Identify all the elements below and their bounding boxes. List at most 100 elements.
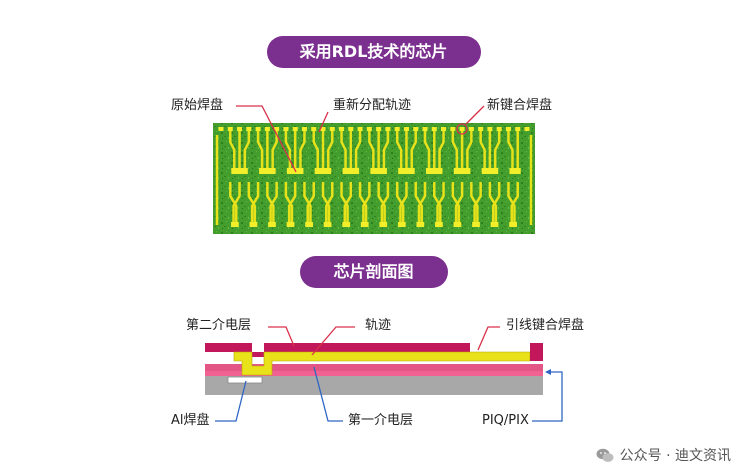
bond-pad <box>459 168 466 174</box>
bond-pad <box>231 222 237 227</box>
bond-pad <box>524 127 530 131</box>
bond-pad <box>283 127 289 131</box>
label-second-dielectric: 第二介电层 <box>186 318 252 333</box>
piq-pix-layer <box>205 370 543 376</box>
rdl-trace <box>436 182 445 222</box>
rdl-trace <box>454 182 464 222</box>
bond-pad <box>347 168 354 174</box>
new-bond-pad-marker <box>456 123 468 135</box>
wechat-icon <box>596 448 614 462</box>
rdl-trace <box>507 182 516 222</box>
rdl-trace <box>232 182 241 222</box>
callout-new-bond-pad <box>465 105 485 125</box>
rdl-trace <box>479 131 486 170</box>
rdl-trace <box>247 182 257 222</box>
bond-pad <box>345 222 351 227</box>
bond-pad <box>326 222 332 227</box>
rdl-trace <box>256 131 264 170</box>
bond-pad <box>459 127 465 131</box>
watermark: 公众号 · 迪文资讯 <box>596 445 731 465</box>
bond-pad <box>305 222 311 227</box>
rdl-trace <box>340 131 347 170</box>
chip-top-view <box>213 123 535 234</box>
al-pad <box>227 376 263 384</box>
bond-pad <box>464 168 471 174</box>
rdl-trace <box>266 182 275 222</box>
rdl-trace <box>284 182 294 222</box>
first-dielectric-layer <box>205 364 543 371</box>
rdl-trace <box>395 182 405 222</box>
bond-pad <box>329 127 335 131</box>
bond-pad <box>435 222 441 227</box>
bond-pad <box>268 222 274 227</box>
bond-pad <box>289 222 295 227</box>
bond-pad <box>320 127 326 131</box>
callout-second-dielectric <box>268 326 295 347</box>
bond-pad <box>357 127 363 131</box>
bond-pad <box>472 222 478 227</box>
rdl-trace <box>343 182 353 222</box>
rdl-traces <box>215 131 533 225</box>
bond-pad <box>486 168 493 174</box>
bond-pad <box>419 222 425 227</box>
bond-pad <box>237 127 243 131</box>
bond-pad <box>492 168 499 174</box>
bond-pad <box>342 222 348 227</box>
bond-pad <box>231 168 238 174</box>
rdl-trace <box>493 131 501 170</box>
bond-pad <box>400 222 406 227</box>
rdl-trace <box>488 182 498 222</box>
rdl-trace <box>250 182 260 222</box>
bond-pad <box>478 127 484 131</box>
bond-pad <box>286 168 293 174</box>
bond-pad <box>431 168 438 174</box>
rdl-trace <box>354 131 362 170</box>
bond-pad <box>403 127 409 131</box>
bond-pad <box>509 168 516 174</box>
rdl-trace <box>229 131 236 170</box>
rdl-trace <box>507 131 514 170</box>
label-al-pad: Al焊盘 <box>171 413 210 428</box>
rdl-trace <box>399 182 408 222</box>
bond-pad <box>441 127 447 131</box>
bond-pad <box>379 222 385 227</box>
bond-pad <box>314 168 321 174</box>
bond-pad <box>380 168 387 174</box>
bond-pad <box>270 222 276 227</box>
rdl-trace <box>362 182 371 222</box>
bond-pad <box>422 127 428 131</box>
rdl-trace <box>321 182 331 222</box>
bond-pad <box>398 168 405 174</box>
rdl-trace <box>312 131 319 170</box>
bond-pad <box>323 222 329 227</box>
bond-pad <box>413 127 419 131</box>
substrate-layer <box>205 375 543 395</box>
rdl-trace <box>414 182 423 222</box>
callout-lead-bond-pad <box>477 326 500 351</box>
bond-pad <box>301 127 307 131</box>
bond-pad <box>515 127 521 131</box>
rdl-trace <box>327 131 334 170</box>
rdl-trace <box>510 182 519 222</box>
bond-pads <box>218 127 530 227</box>
bond-pad <box>325 168 332 174</box>
bond-pad <box>320 168 326 174</box>
bond-pad <box>408 168 415 174</box>
bond-pad <box>269 168 276 174</box>
bond-pad <box>437 222 443 227</box>
rdl-trace <box>380 182 390 222</box>
bond-pad <box>348 127 354 131</box>
bond-pad <box>255 127 261 131</box>
rdl-trace <box>433 182 442 222</box>
cross-section <box>205 343 543 395</box>
bond-pad <box>375 168 382 174</box>
rdl-trace <box>382 131 390 170</box>
bond-pad <box>353 168 360 174</box>
rdl-trace <box>423 131 431 170</box>
rdl-trace <box>306 182 315 222</box>
bond-pad <box>311 127 317 131</box>
rdl-trace <box>325 182 334 222</box>
rdl-trace <box>451 131 459 170</box>
bond-pad <box>233 222 239 227</box>
